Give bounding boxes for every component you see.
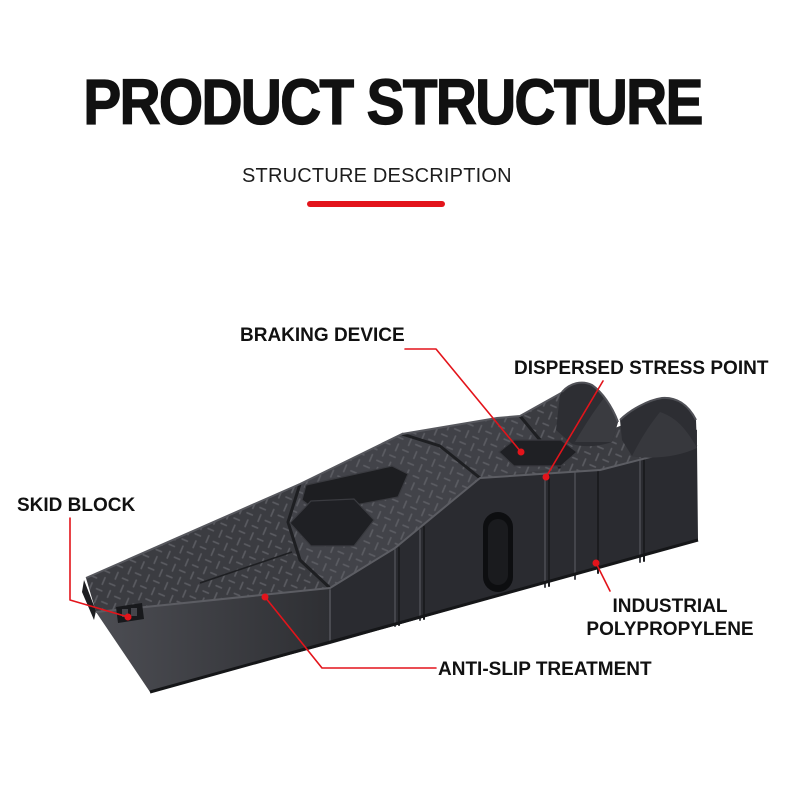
deck-edge-highlights: [85, 391, 698, 613]
skid-block-leader: [69, 517, 129, 618]
callout-skid-block: SKID BLOCK: [17, 495, 136, 516]
wheel-stopper-left-face: [575, 398, 618, 442]
wheel-stopper-right-highlight: [619, 396, 697, 421]
skid-block-notch: [122, 609, 128, 617]
callout-anti-slip-treatment: ANTI-SLIP TREATMENT: [438, 659, 652, 680]
ramp-low-side-face: [96, 588, 330, 692]
callout-industrial-polypropylene: INDUSTRIAL POLYPROPYLENE: [570, 595, 770, 641]
page-title: PRODUCT STRUCTURE: [83, 66, 704, 138]
industrial-polypropylene-marker: [592, 559, 600, 567]
dispersed-stress-point-leader: [545, 380, 604, 478]
hex-pad-lower: [289, 498, 375, 547]
skid-block-notch: [131, 608, 137, 616]
callout-braking-device: BRAKING DEVICE: [240, 325, 405, 346]
groove: [401, 432, 481, 480]
ramp-nose: [82, 580, 96, 620]
groove: [199, 551, 293, 584]
industrial-polypropylene-leader: [595, 562, 611, 592]
callout-industrial-polypropylene-line-1: INDUSTRIAL: [612, 596, 728, 617]
deck-far-edge: [85, 391, 564, 579]
braking-device-marker: [517, 448, 525, 456]
ramp-side-wall: [330, 445, 698, 644]
wheel-stopper-left-highlight: [561, 381, 619, 423]
groove: [286, 483, 332, 590]
dispersed-stress-point-marker: [542, 473, 550, 481]
callout-dispersed-stress-point: DISPERSED STRESS POINT: [514, 358, 769, 379]
anti-slip-treatment-marker: [261, 593, 269, 601]
anti-slip-treatment-leader: [264, 596, 437, 669]
accent-bar: [307, 201, 445, 207]
side-wall-slot-inner: [488, 519, 508, 585]
hex-pad-upper: [498, 439, 578, 467]
ramp-bottom-edge: [149, 538, 699, 694]
skid-block-marker: [124, 613, 132, 621]
side-wall-ribs: [329, 459, 645, 644]
braking-device-leader: [404, 348, 522, 453]
callout-industrial-polypropylene-line-2: POLYPROPYLENE: [586, 619, 754, 640]
page-subtitle: STRUCTURE DESCRIPTION: [242, 165, 512, 187]
wheel-stopper-right-face: [632, 412, 697, 458]
deck-near-edge: [95, 444, 698, 613]
